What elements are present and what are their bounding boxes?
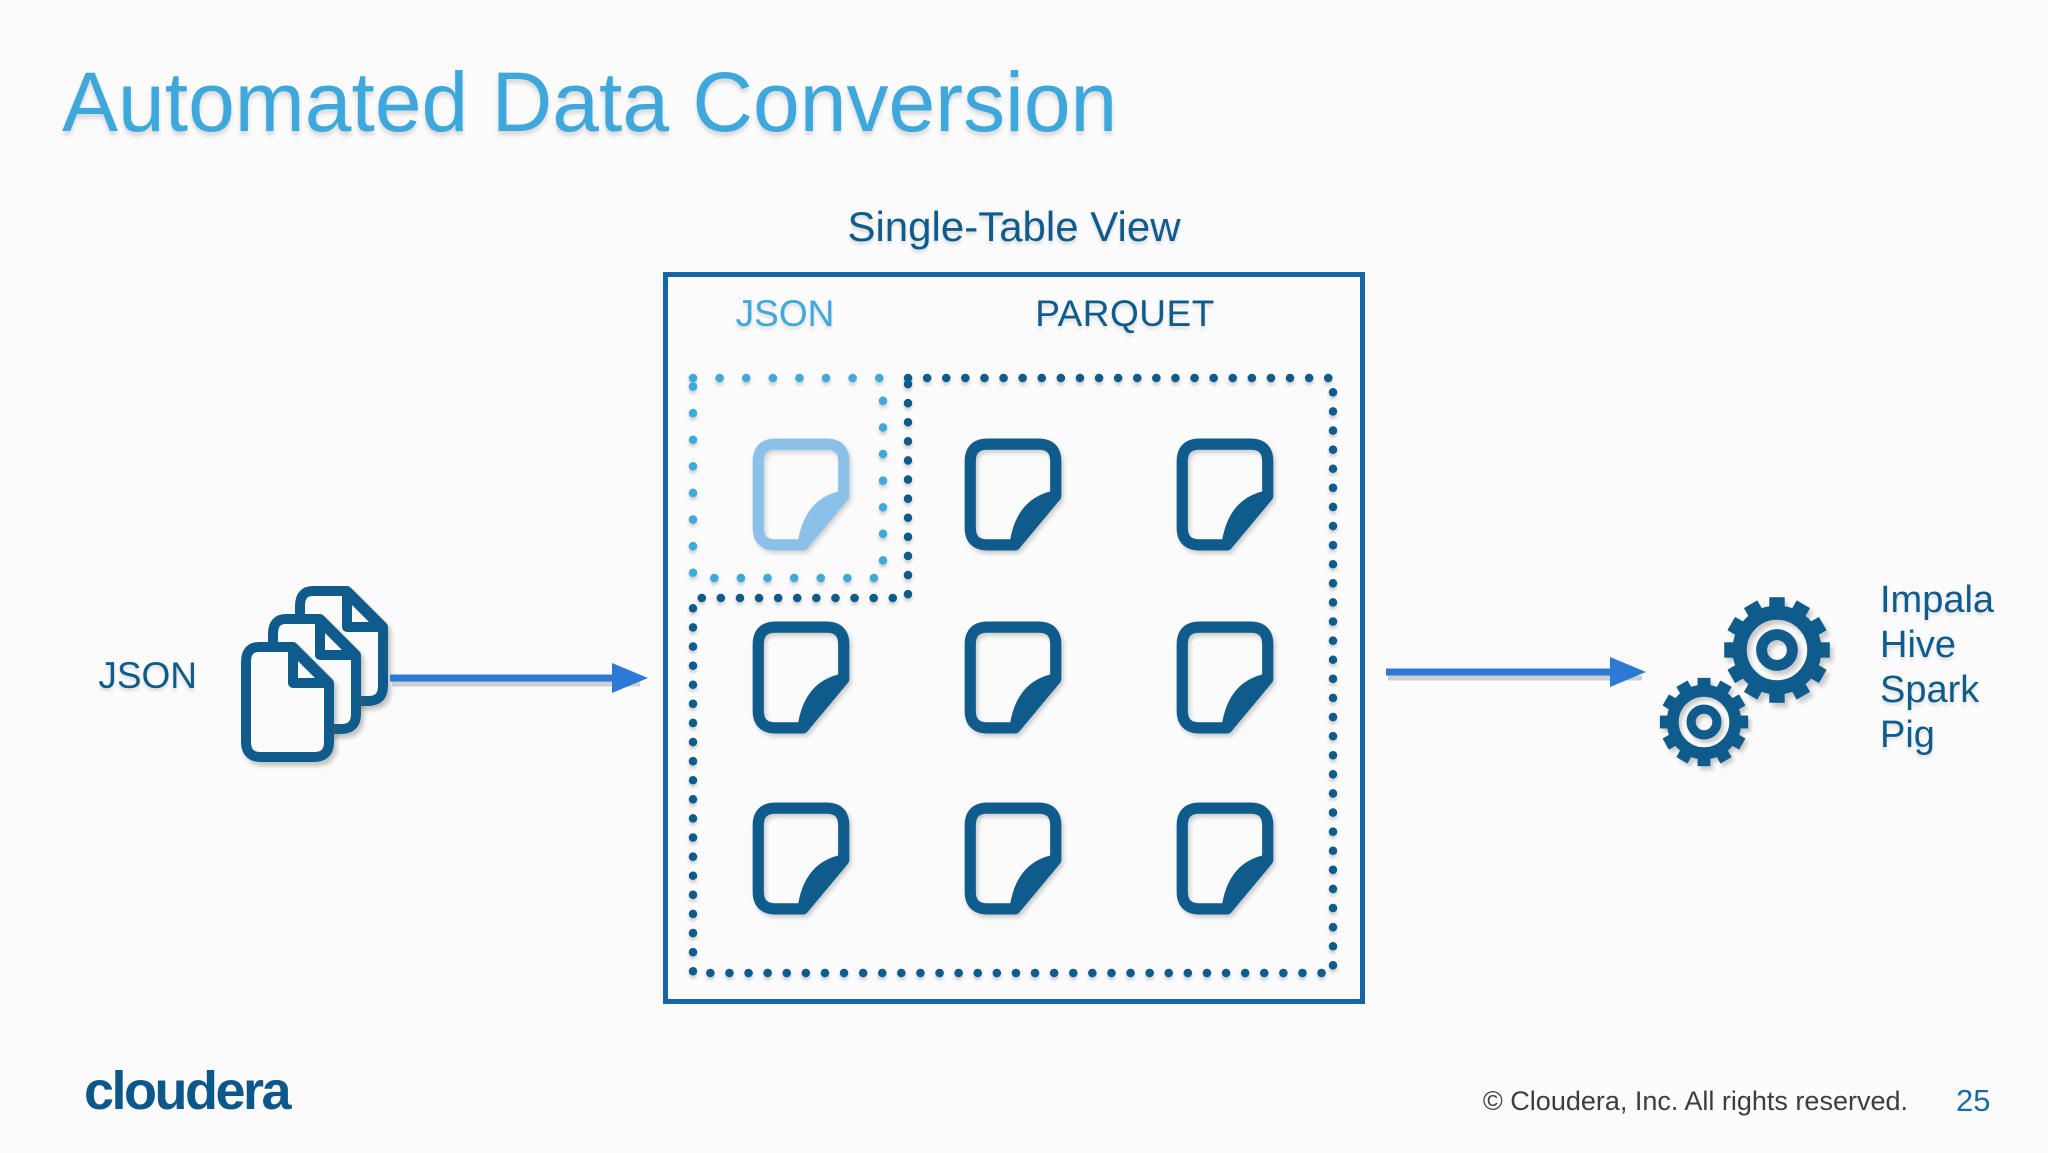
document-stack-icon bbox=[246, 591, 383, 757]
consumer-spark: Spark bbox=[1880, 669, 1980, 711]
parquet-dotted-region bbox=[688, 373, 1338, 978]
source-json-label: JSON bbox=[98, 655, 197, 696]
cloudera-logo: cloudera bbox=[84, 1061, 292, 1121]
parquet-document-icon bbox=[1182, 627, 1268, 728]
parquet-document-icon bbox=[758, 627, 844, 728]
parquet-document-icon bbox=[970, 627, 1056, 728]
single-table-box bbox=[663, 272, 1365, 1004]
consumer-hive: Hive bbox=[1880, 624, 1957, 666]
json-document-icon bbox=[758, 444, 844, 545]
gear-small-icon bbox=[1660, 678, 1748, 766]
gear-large-icon bbox=[1724, 597, 1830, 703]
parquet-column-label: PARQUET bbox=[1035, 293, 1215, 334]
parquet-document-icon bbox=[970, 808, 1056, 909]
consumer-list: Impala Hive Spark Pig bbox=[1880, 578, 1994, 758]
arrow-left-icon bbox=[390, 663, 648, 693]
consumer-impala: Impala bbox=[1880, 579, 1995, 621]
consumer-pig: Pig bbox=[1880, 714, 1935, 756]
single-table-view-label: Single-Table View bbox=[847, 203, 1181, 250]
page-number: 25 bbox=[1956, 1083, 1991, 1118]
gears-icon bbox=[1660, 597, 1830, 766]
parquet-document-icon bbox=[970, 444, 1056, 545]
parquet-document-icon bbox=[758, 808, 844, 909]
parquet-document-icon bbox=[1182, 808, 1268, 909]
json-dotted-region bbox=[688, 373, 888, 583]
parquet-document-icon bbox=[1182, 444, 1268, 545]
arrow-right-icon bbox=[1386, 657, 1646, 687]
copyright-text: © Cloudera, Inc. All rights reserved. bbox=[1482, 1086, 1908, 1116]
page-title: Automated Data Conversion bbox=[62, 55, 1118, 149]
json-column-label: JSON bbox=[735, 293, 835, 334]
